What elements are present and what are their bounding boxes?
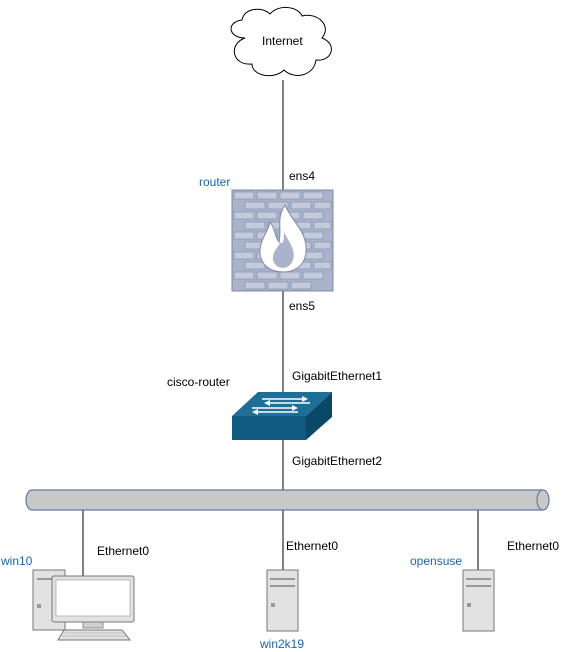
opensuse-iface: Ethernet0 [507, 539, 560, 553]
server-icon [462, 569, 495, 632]
bus-icon [25, 489, 550, 511]
router-iface-top: ens4 [289, 169, 316, 183]
win2k19-label: win2k19 [260, 637, 305, 651]
router-label: router [199, 175, 231, 189]
cisco-router-label: cisco-router [167, 375, 230, 389]
switch-icon [232, 392, 332, 440]
cisco-iface-top: GigabitEthernet1 [292, 369, 383, 383]
cisco-iface-bottom: GigabitEthernet2 [292, 454, 383, 468]
desktop-icon [32, 569, 135, 641]
server-icon [266, 569, 299, 632]
opensuse-label: opensuse [410, 554, 463, 568]
win2k19-iface: Ethernet0 [286, 539, 339, 553]
win10-iface: Ethernet0 [97, 544, 150, 558]
router-iface-bottom: ens5 [289, 299, 316, 313]
firewall-icon [231, 189, 334, 292]
internet-label: Internet [262, 34, 303, 48]
win10-label: win10 [1, 554, 33, 568]
cloud-icon [230, 7, 332, 77]
